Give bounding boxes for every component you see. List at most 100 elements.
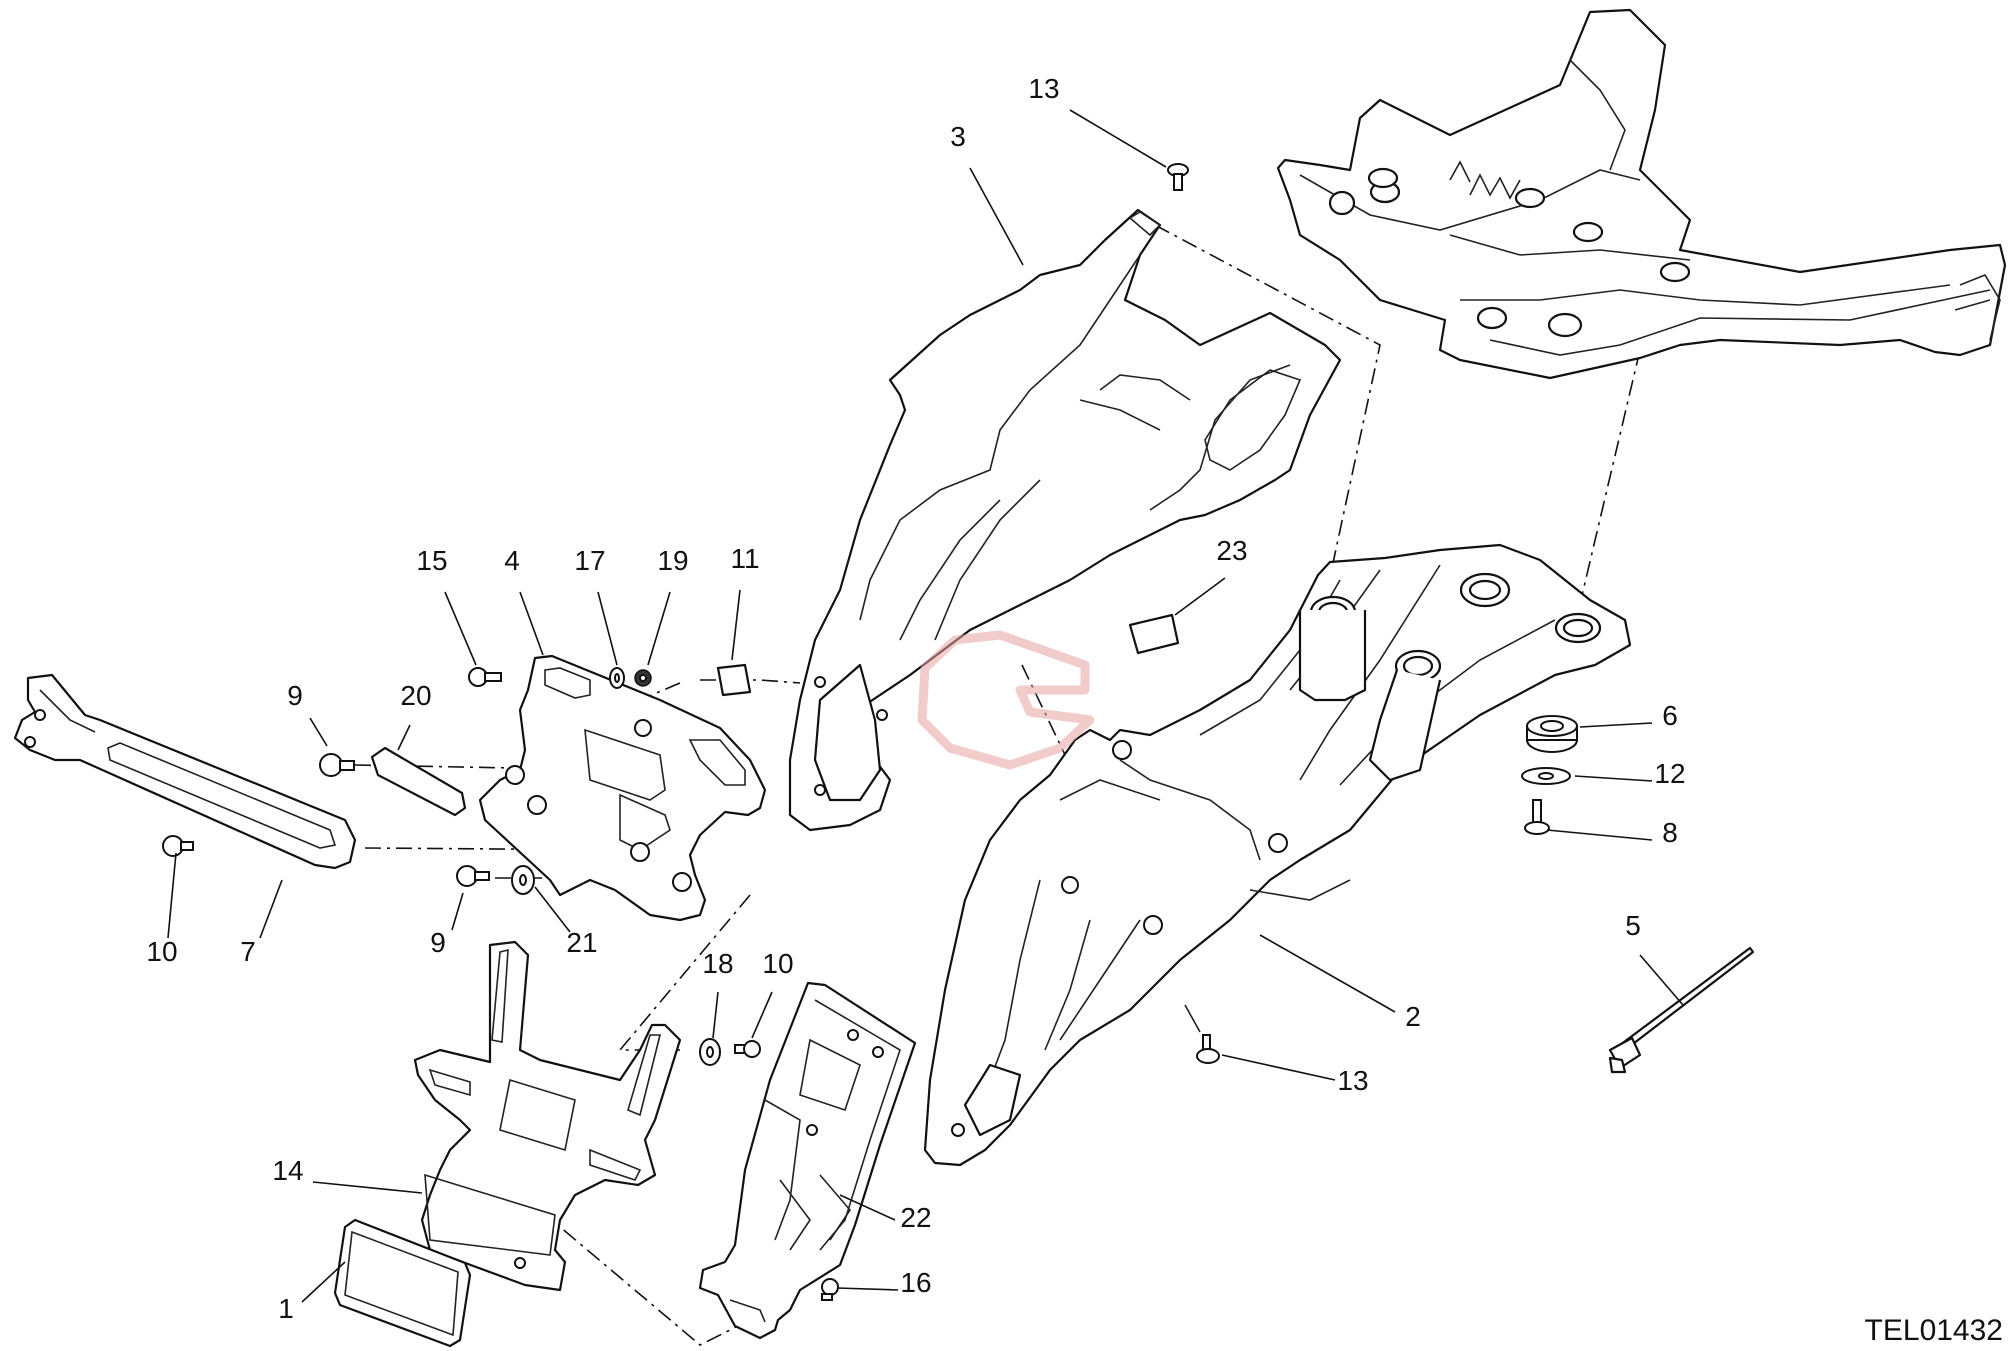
callout-c6: 6: [1579, 700, 1678, 731]
callout-c10a: 10: [146, 852, 178, 967]
license-bracket-arm: [13, 673, 357, 870]
washer-18: [699, 1038, 721, 1066]
clip-nut-23: [1128, 613, 1180, 655]
callout-leader-line: [1259, 934, 1396, 1013]
callout-leader-line: [1546, 829, 1653, 841]
callout-c2: 2: [1259, 934, 1421, 1032]
lower-cover-22: [698, 981, 917, 1340]
callout-number: 22: [900, 1202, 931, 1233]
callout-number: 8: [1662, 817, 1678, 848]
callout-leader-line: [731, 589, 741, 661]
callout-c18: 18: [702, 948, 734, 1039]
callout-leader-line: [751, 991, 773, 1039]
callout-c7: 7: [240, 879, 283, 967]
screw-13-bottom: [1184, 1004, 1220, 1064]
callout-c3: 3: [950, 121, 1024, 266]
callout-c4: 4: [504, 545, 544, 656]
upper-fender-cover: [788, 208, 1342, 832]
callout-number: 16: [900, 1267, 931, 1298]
callout-c5: 5: [1625, 910, 1684, 1006]
callout-number: 17: [574, 545, 605, 576]
lower-rear-fender: [923, 543, 1632, 1167]
callout-number: 4: [504, 545, 520, 576]
callout-number: 2: [1405, 1001, 1421, 1032]
plate-holder-14: [413, 940, 682, 1292]
callout-number: 23: [1216, 535, 1247, 566]
callout-number: 20: [400, 680, 431, 711]
callout-number: 12: [1654, 758, 1685, 789]
callout-leader-line: [312, 1181, 423, 1194]
callout-leader-line: [444, 591, 477, 666]
callout-c21: 21: [534, 886, 598, 958]
callout-c9a: 9: [287, 680, 328, 747]
callout-c17: 17: [574, 545, 618, 666]
plate-holder-bracket-4: [478, 654, 767, 922]
callout-number: 14: [272, 1155, 303, 1186]
callout-c9b: 9: [430, 892, 464, 958]
callout-leader-line: [712, 991, 719, 1039]
clip-11: [716, 663, 752, 697]
screw-9-top: [319, 753, 355, 777]
callout-leader-line: [301, 1261, 346, 1303]
callout-number: 15: [416, 545, 447, 576]
callout-c1: 1: [278, 1261, 346, 1324]
callout-c8: 8: [1546, 817, 1678, 848]
callout-leader-line: [167, 852, 177, 939]
callout-leader-line: [836, 1287, 899, 1291]
callout-c16: 16: [836, 1267, 932, 1298]
callout-number: 1: [278, 1293, 294, 1324]
callout-leader-line: [1579, 722, 1653, 728]
callout-number: 10: [146, 936, 177, 967]
screw-10-left: [162, 835, 194, 857]
document-id: TEL01432: [1865, 1314, 2003, 1347]
callout-number: 21: [566, 927, 597, 958]
screw-10-lower: [734, 1040, 761, 1058]
callout-number: 9: [430, 927, 446, 958]
callout-leader-line: [519, 591, 544, 656]
callout-c23: 23: [1174, 535, 1248, 616]
screw-15: [468, 667, 502, 687]
screw-13-top: [1167, 163, 1189, 191]
cable-tie-5: [1608, 946, 1755, 1074]
callout-leader-line: [534, 886, 571, 933]
callout-number: 6: [1662, 700, 1678, 731]
callout-c20: 20: [397, 680, 432, 751]
callout-number: 7: [240, 936, 256, 967]
callout-c22: 22: [839, 1194, 932, 1233]
callout-c19: 19: [647, 545, 689, 666]
callout-leader-line: [1574, 775, 1653, 782]
callout-leader-line: [451, 892, 464, 931]
callout-number: 5: [1625, 910, 1641, 941]
callout-number: 11: [730, 543, 759, 574]
washer-12: [1521, 767, 1571, 785]
callout-leader-line: [309, 717, 328, 747]
callout-number: 13: [1028, 73, 1059, 104]
callout-leader-line: [1221, 1054, 1336, 1081]
callout-number: 18: [702, 948, 733, 979]
plate-20: [370, 746, 467, 817]
callout-number: 3: [950, 121, 966, 152]
callout-number: 9: [287, 680, 303, 711]
reflector-1: [333, 1218, 472, 1348]
callout-leader-line: [1069, 109, 1167, 168]
callout-number: 19: [657, 545, 688, 576]
screw-16: [821, 1278, 839, 1301]
callout-leader-line: [597, 591, 618, 666]
nut-19: [634, 669, 652, 687]
callout-leader-line: [397, 724, 411, 751]
g-logo-watermark-icon: [917, 630, 1095, 770]
callout-leader-line: [647, 591, 671, 666]
callout-leader-line: [1639, 954, 1684, 1006]
callout-c14: 14: [272, 1155, 423, 1194]
washer-17: [609, 667, 625, 689]
callout-leader-line: [1174, 577, 1226, 616]
callout-leader-line: [969, 167, 1024, 266]
washer-21: [511, 865, 535, 895]
callout-leader-line: [839, 1194, 896, 1221]
screw-9-bottom: [456, 865, 490, 887]
callout-c15: 15: [416, 545, 477, 666]
screw-8: [1524, 799, 1550, 835]
callout-leader-line: [259, 879, 283, 939]
